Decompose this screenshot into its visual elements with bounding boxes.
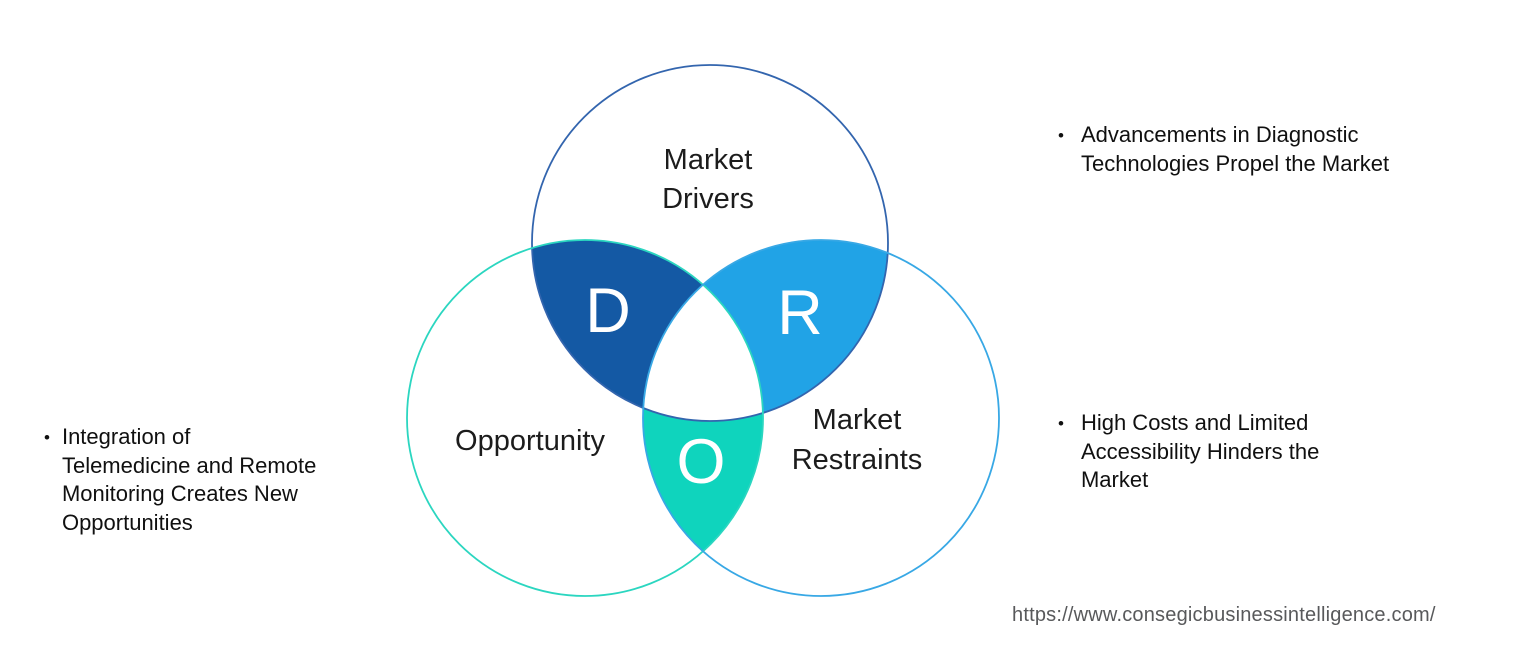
market-drivers-label: Market Drivers bbox=[662, 144, 754, 215]
driver-bullet: • Advancements in Diagnostic Technologie… bbox=[1058, 121, 1389, 178]
source-url: https://www.consegicbusinessintelligence… bbox=[1012, 604, 1436, 626]
market-restraints-label: Market Restraints bbox=[791, 404, 923, 476]
bullet-icon: • bbox=[1058, 414, 1064, 433]
opportunity-bullet: • Integration of Telemedicine and Remote… bbox=[44, 423, 316, 537]
opportunity-circle-outline bbox=[406, 239, 764, 597]
opportunity-bullet-text: Integration of Telemedicine and Remote M… bbox=[61, 424, 317, 535]
drivers-circle-outline bbox=[531, 64, 889, 422]
bullet-icon: • bbox=[1058, 126, 1064, 145]
opportunity-restraints-lens bbox=[643, 240, 763, 596]
restraint-bullet: • High Costs and Limited Accessibility H… bbox=[1058, 409, 1319, 495]
restraints-circle-outline bbox=[642, 239, 1000, 597]
letter-d: D bbox=[585, 276, 631, 346]
driver-bullet-text: Advancements in Diagnostic Technologies … bbox=[1080, 122, 1390, 176]
bullet-icon: • bbox=[44, 428, 50, 447]
opportunity-label: Opportunity bbox=[455, 425, 605, 457]
letter-o: O bbox=[676, 427, 725, 497]
restraint-bullet-text: High Costs and Limited Accessibility Hin… bbox=[1080, 410, 1320, 492]
letter-r: R bbox=[777, 278, 823, 348]
